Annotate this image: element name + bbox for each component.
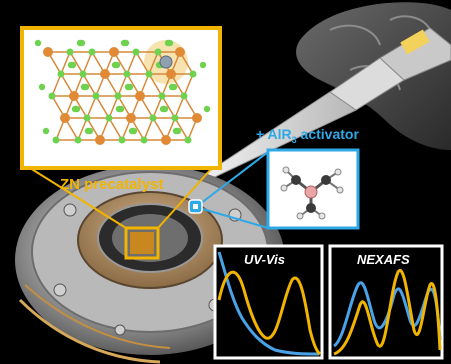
connector-right	[157, 167, 213, 229]
lattice-metal-atom	[175, 47, 185, 57]
lattice-chloride-atom	[126, 83, 134, 91]
lattice-bond	[126, 51, 137, 75]
sample-crystal	[130, 232, 154, 254]
lattice-chloride-atom	[83, 114, 91, 122]
lattice-bond	[148, 73, 163, 97]
lattice-metal-atom	[166, 69, 176, 79]
lattice-chloride-atom	[174, 127, 182, 135]
sample-highlight-box	[124, 226, 160, 260]
lattice-metal-atom	[126, 113, 136, 123]
lattice-metal-atom	[135, 91, 145, 101]
uvvis-title: UV-Vis	[244, 252, 285, 267]
lattice-chloride-atom	[145, 70, 153, 78]
lattice-chloride-atom	[161, 105, 169, 113]
lattice-metal-atom	[95, 135, 105, 145]
lattice-bond	[51, 73, 62, 97]
lattice-chloride-atom	[73, 105, 81, 113]
lattice-chloride-atom	[140, 136, 148, 144]
lattice-bond	[174, 95, 185, 119]
activator-label-main: + AlR	[256, 126, 292, 142]
lattice-metal-atom	[192, 113, 202, 123]
activator-label-suffix: activator	[296, 126, 359, 142]
pipette-icon	[195, 27, 451, 185]
molecule-icon	[280, 166, 344, 220]
connector-activator-bottom	[195, 206, 269, 229]
lattice-chloride-atom	[79, 70, 87, 78]
lattice-bond	[82, 51, 93, 75]
lattice-bond	[174, 117, 189, 141]
lattice-bond	[143, 117, 154, 141]
lattice-bond	[60, 51, 71, 75]
lattice-bond	[148, 51, 159, 75]
lattice-bond	[77, 117, 88, 141]
lattice-metal-atom	[69, 91, 79, 101]
lattice-chloride-atom	[184, 136, 192, 144]
precatalyst-label: ZN precatalyst	[60, 176, 164, 193]
lattice-bond	[86, 95, 97, 119]
lattice-chloride-atom	[130, 127, 138, 135]
lattice-bond	[135, 51, 150, 75]
lattice-metal-atom	[100, 69, 110, 79]
lattice-chloride-atom	[149, 114, 157, 122]
lattice-chloride-atom	[34, 39, 42, 47]
lattice-chloride-atom	[48, 92, 56, 100]
lattice-chloride-atom	[86, 127, 94, 135]
lattice-chloride-atom	[122, 39, 130, 47]
lattice-bond	[95, 95, 110, 119]
connector-left	[29, 167, 127, 229]
lattice-chloride-atom	[52, 136, 60, 144]
lattice-chloride-atom	[66, 48, 74, 56]
lattice-chloride-atom	[203, 105, 211, 113]
lattice-chloride-atom	[132, 48, 140, 56]
lattice-metal-atom	[161, 135, 171, 145]
lattice-chloride-atom	[170, 83, 178, 91]
lattice-chloride-atom	[74, 136, 82, 144]
lattice-chloride-atom	[123, 70, 131, 78]
activator-label-subscript: 3	[291, 134, 297, 145]
lattice-chloride-atom	[57, 70, 65, 78]
lattice-chloride-atom	[78, 39, 86, 47]
lattice-bond	[69, 51, 84, 75]
lattice-metal-atom	[43, 47, 53, 57]
lattice-chloride-atom	[92, 92, 100, 100]
lattice-chloride-atom	[114, 92, 122, 100]
lattice-chloride-atom	[154, 48, 162, 56]
lattice-metal-atom	[60, 113, 70, 123]
lattice-chloride-atom	[166, 39, 174, 47]
lattice-chloride-atom	[117, 105, 125, 113]
lattice-chloride-atom	[189, 70, 197, 78]
lattice-chloride-atom	[171, 114, 179, 122]
crystal-lattice-icon	[34, 39, 211, 145]
lattice-chloride-atom	[118, 136, 126, 144]
lattice-bond	[108, 95, 119, 119]
uvvis-series-blue	[217, 251, 320, 356]
lattice-metal-atom	[109, 47, 119, 57]
lattice-chloride-atom	[42, 127, 50, 135]
lattice-chloride-atom	[105, 114, 113, 122]
lattice-chloride-atom	[38, 83, 46, 91]
lattice-chloride-atom	[69, 61, 77, 69]
nexafs-series-gold	[333, 268, 442, 356]
drop-target-center	[193, 204, 198, 209]
lattice-chloride-atom	[88, 48, 96, 56]
lattice-chloride-atom	[82, 83, 90, 91]
lattice-bond	[161, 95, 176, 119]
activator-label: + AlR3 activator	[256, 126, 359, 145]
lattice-bond	[152, 95, 163, 119]
lattice-bond	[82, 73, 97, 97]
lattice-titanium-atom	[159, 55, 173, 69]
connector-activator-top	[195, 151, 269, 208]
lattice-chloride-atom	[199, 61, 207, 69]
lattice-chloride-atom	[180, 92, 188, 100]
uvvis-series-gold	[217, 270, 321, 356]
lattice-bond	[108, 117, 123, 141]
lattice-bond	[183, 73, 194, 97]
nexafs-title: NEXAFS	[357, 252, 410, 267]
lattice-chloride-atom	[158, 92, 166, 100]
lattice-bond	[117, 73, 128, 97]
lattice-chloride-atom	[113, 61, 121, 69]
